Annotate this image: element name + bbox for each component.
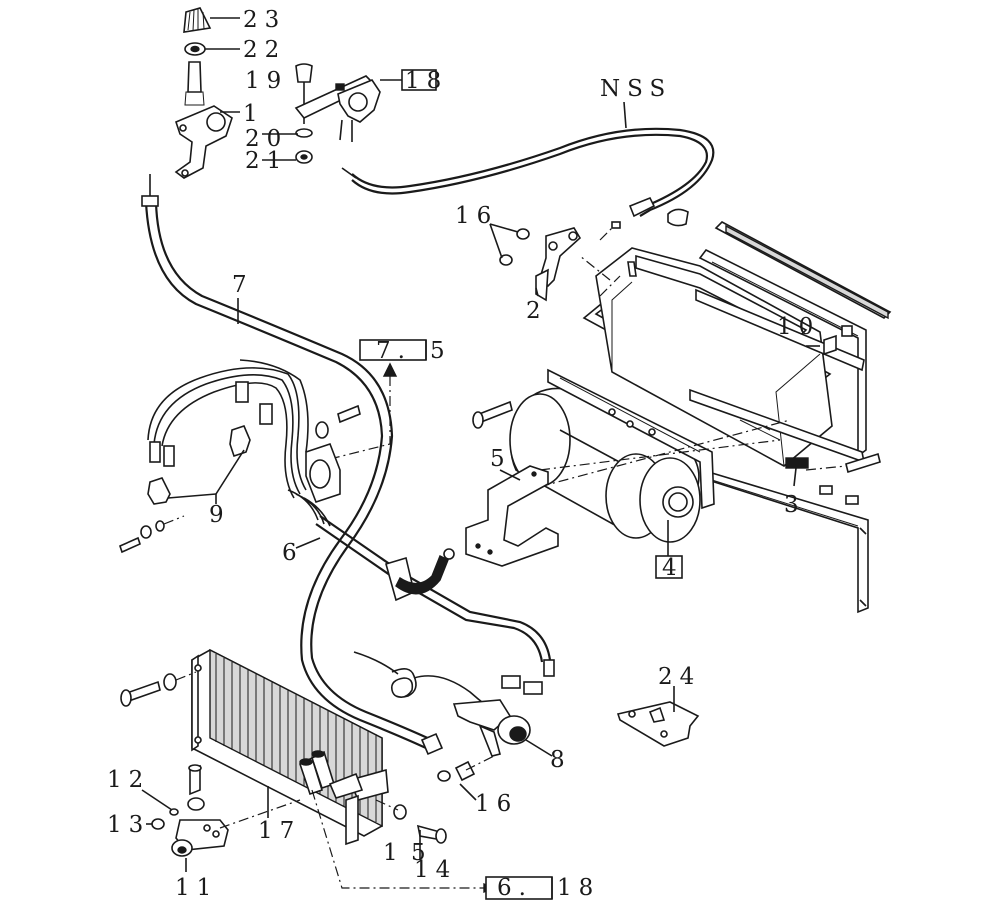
callout-21: 21 — [245, 148, 288, 174]
reference-6-number: 18 — [557, 875, 600, 901]
callout-6: 6 — [282, 540, 304, 566]
callout-10: 10 — [777, 314, 820, 340]
callout-17: 17 — [258, 818, 301, 844]
cable-nss — [341, 127, 715, 218]
callout-11: 11 — [175, 875, 218, 901]
bracket-24 — [616, 701, 700, 747]
callout-5-bottom: 5 — [411, 840, 433, 866]
side-panel-rear — [695, 221, 892, 458]
callout-1: 1 — [243, 101, 265, 127]
callout-7: 7 — [232, 272, 254, 298]
bracket-5 — [465, 465, 559, 567]
callout-19: 19 — [245, 68, 288, 94]
callout-13: 13 — [107, 812, 150, 838]
callout-14: 14 — [414, 857, 457, 883]
callout-5-top: 5 — [490, 446, 512, 472]
callout-nss: NSS — [600, 76, 672, 102]
hose-7 — [141, 174, 444, 756]
wiring-harness — [147, 359, 331, 527]
reference-7-number: 5 — [430, 338, 452, 364]
callout-16-bottom: 16 — [475, 791, 518, 817]
blower-motor — [509, 368, 715, 543]
callout-1-bottom: 1 — [383, 840, 405, 866]
callout-2: 2 — [526, 298, 548, 324]
tube-6 — [315, 515, 555, 695]
link-arm — [499, 227, 582, 302]
callout-24: 24 — [658, 664, 701, 690]
reference-box-18: 18 — [405, 68, 448, 94]
callout-23: 23 — [243, 7, 286, 33]
lever-assembly — [294, 63, 381, 164]
callout-8: 8 — [550, 747, 572, 773]
heater-core — [191, 648, 389, 846]
callout-20: 20 — [245, 126, 288, 152]
heater-housing — [582, 247, 833, 469]
temperature-sensor — [353, 651, 531, 757]
reference-box-7: 7. — [376, 338, 412, 364]
control-valve-assembly — [174, 7, 233, 179]
side-panel-front — [689, 388, 869, 614]
valve-11 — [151, 764, 229, 857]
callout-3: 3 — [784, 492, 806, 518]
callout-22: 22 — [243, 37, 286, 63]
reference-box-6: 6. — [497, 875, 533, 901]
callout-9: 9 — [209, 502, 231, 528]
callout-16-top: 16 — [455, 203, 498, 229]
reference-box-4: 4 — [662, 555, 684, 581]
callout-12: 12 — [107, 767, 150, 793]
